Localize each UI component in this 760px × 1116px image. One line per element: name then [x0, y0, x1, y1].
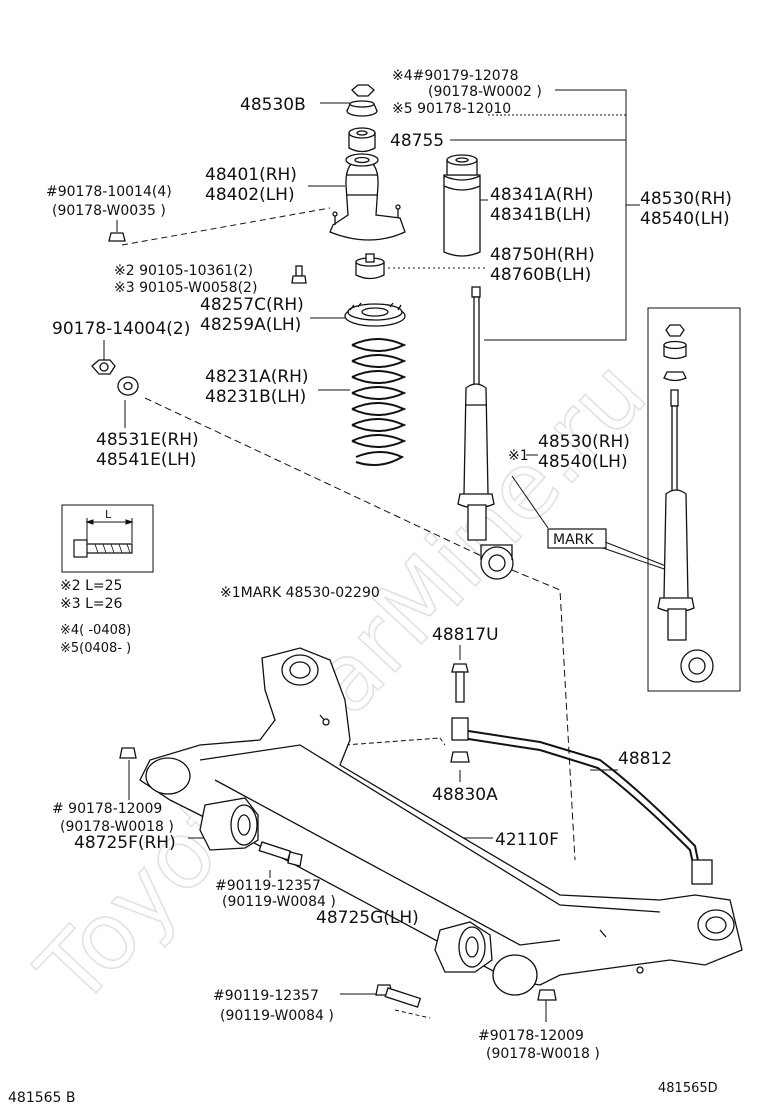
beam-eye-left: [145, 757, 191, 795]
label-nut3-line2: (90178-W0018 ): [60, 819, 174, 835]
label-48231a: 48231A(RH): [205, 367, 309, 387]
bolt-48817u: [451, 663, 469, 703]
footer-right: 481565D: [658, 1081, 718, 1096]
label-bolt3: ※3 90105-W0058(2): [114, 280, 257, 296]
nut-90178-12009-left: [119, 747, 137, 759]
label-48750h: 48750H(RH): [490, 245, 595, 265]
top-nut: [351, 84, 375, 97]
label-48830a: 48830A: [432, 785, 498, 805]
bolt-length-inset: L: [61, 504, 154, 573]
washer-48530b: [346, 100, 378, 117]
stabilizer-bracket: [451, 717, 469, 741]
note-period5: ※5(0408- ): [60, 641, 131, 656]
label-48259a: 48259A(LH): [200, 315, 301, 335]
label-mark5: ※5 90178-12010: [392, 101, 511, 117]
bolt-90119-12357-lower: [375, 984, 422, 1008]
upper-support: [329, 153, 406, 241]
shock-absorber: [457, 286, 514, 580]
axle-beam-assembly: [119, 647, 743, 1008]
axle-beam: [139, 647, 743, 986]
beam-eye-right: [492, 954, 538, 996]
note-period4: ※4( -0408): [60, 623, 131, 638]
label-mark4-line2: (90178-W0002 ): [428, 84, 542, 100]
label-nut4-line2: (90178-W0018 ): [486, 1046, 600, 1062]
label-48760b: 48760B(LH): [490, 265, 591, 285]
stabilizer-bar: [461, 729, 701, 873]
cushion-48755: [348, 127, 376, 153]
strut-assembly: [91, 84, 514, 580]
bushing-48725g: [434, 921, 493, 973]
label-48531e: 48531E(RH): [96, 430, 199, 450]
mark-callout: MARK: [547, 528, 607, 549]
label-48530-top: 48530(RH): [640, 189, 732, 209]
dust-boot: [443, 154, 481, 257]
label-nut2: 90178-14004(2): [52, 319, 190, 339]
label-48231b: 48231B(LH): [205, 387, 306, 407]
note-mark: ※1MARK 48530-02290: [220, 585, 380, 601]
note-len3: ※3 L=26: [60, 596, 123, 612]
label-bolt5-line2: (90119-W0084 ): [220, 1008, 334, 1024]
label-48812: 48812: [618, 749, 672, 769]
label-nut1-line1: #90178-10014(4): [46, 184, 172, 200]
note-len2: ※2 L=25: [60, 578, 122, 594]
nut-48830a: [450, 751, 470, 763]
stabilizer-end: [691, 859, 713, 885]
label-nut4-line1: #90178-12009: [478, 1028, 584, 1044]
labels: ※4#90179-12078 (90178-W0002 ) 48530B ※5 …: [8, 68, 732, 1106]
nut-90178-10014: [108, 232, 126, 242]
label-48725f: 48725F(RH): [74, 833, 176, 853]
label-48725g: 48725G(LH): [316, 908, 419, 928]
bump-stopper: [355, 253, 385, 280]
label-mark1: ※1: [508, 448, 529, 464]
spring-seat: [344, 302, 406, 327]
washer-48531e: [117, 376, 139, 396]
label-48540-mid: 48540(LH): [538, 452, 628, 472]
bolt-90119-12357-upper: [258, 841, 303, 867]
label-48257c: 48257C(RH): [200, 295, 304, 315]
label-48755: 48755: [390, 131, 444, 151]
label-48341b: 48341B(LH): [490, 205, 591, 225]
label-bolt2: ※2 90105-10361(2): [114, 263, 253, 279]
label-48541e: 48541E(LH): [96, 450, 196, 470]
label-nut1-line2: (90178-W0035 ): [52, 203, 166, 219]
nut-90178-12009-right: [537, 989, 557, 1001]
nut-90178-14004: [91, 359, 116, 375]
l-label: L: [105, 508, 112, 521]
bushing-48725f: [199, 797, 259, 851]
label-48341a: 48341A(RH): [490, 185, 594, 205]
shock-inset: [647, 307, 741, 692]
label-nut3-line1: # 90178-12009: [52, 801, 162, 817]
mount-bolt: [291, 265, 307, 284]
label-bolt5-line1: #90119-12357: [213, 988, 319, 1004]
label-48817u: 48817U: [432, 625, 499, 645]
footer-left: 481565 B: [8, 1090, 76, 1106]
label-48402: 48402(LH): [205, 185, 295, 205]
label-42110f: 42110F: [495, 830, 559, 850]
mark-label: MARK: [553, 532, 594, 548]
label-48530b: 48530B: [240, 95, 306, 115]
label-48401: 48401(RH): [205, 165, 297, 185]
label-48540-top: 48540(LH): [640, 209, 730, 229]
leader-lines: [103, 89, 677, 1022]
label-48530-mid: 48530(RH): [538, 432, 630, 452]
label-bolt4-line1: #90119-12357: [215, 878, 321, 894]
label-mark4-line1: ※4#90179-12078: [392, 68, 519, 84]
coil-spring: [351, 338, 407, 467]
label-bolt4-line2: (90119-W0084 ): [222, 894, 336, 910]
